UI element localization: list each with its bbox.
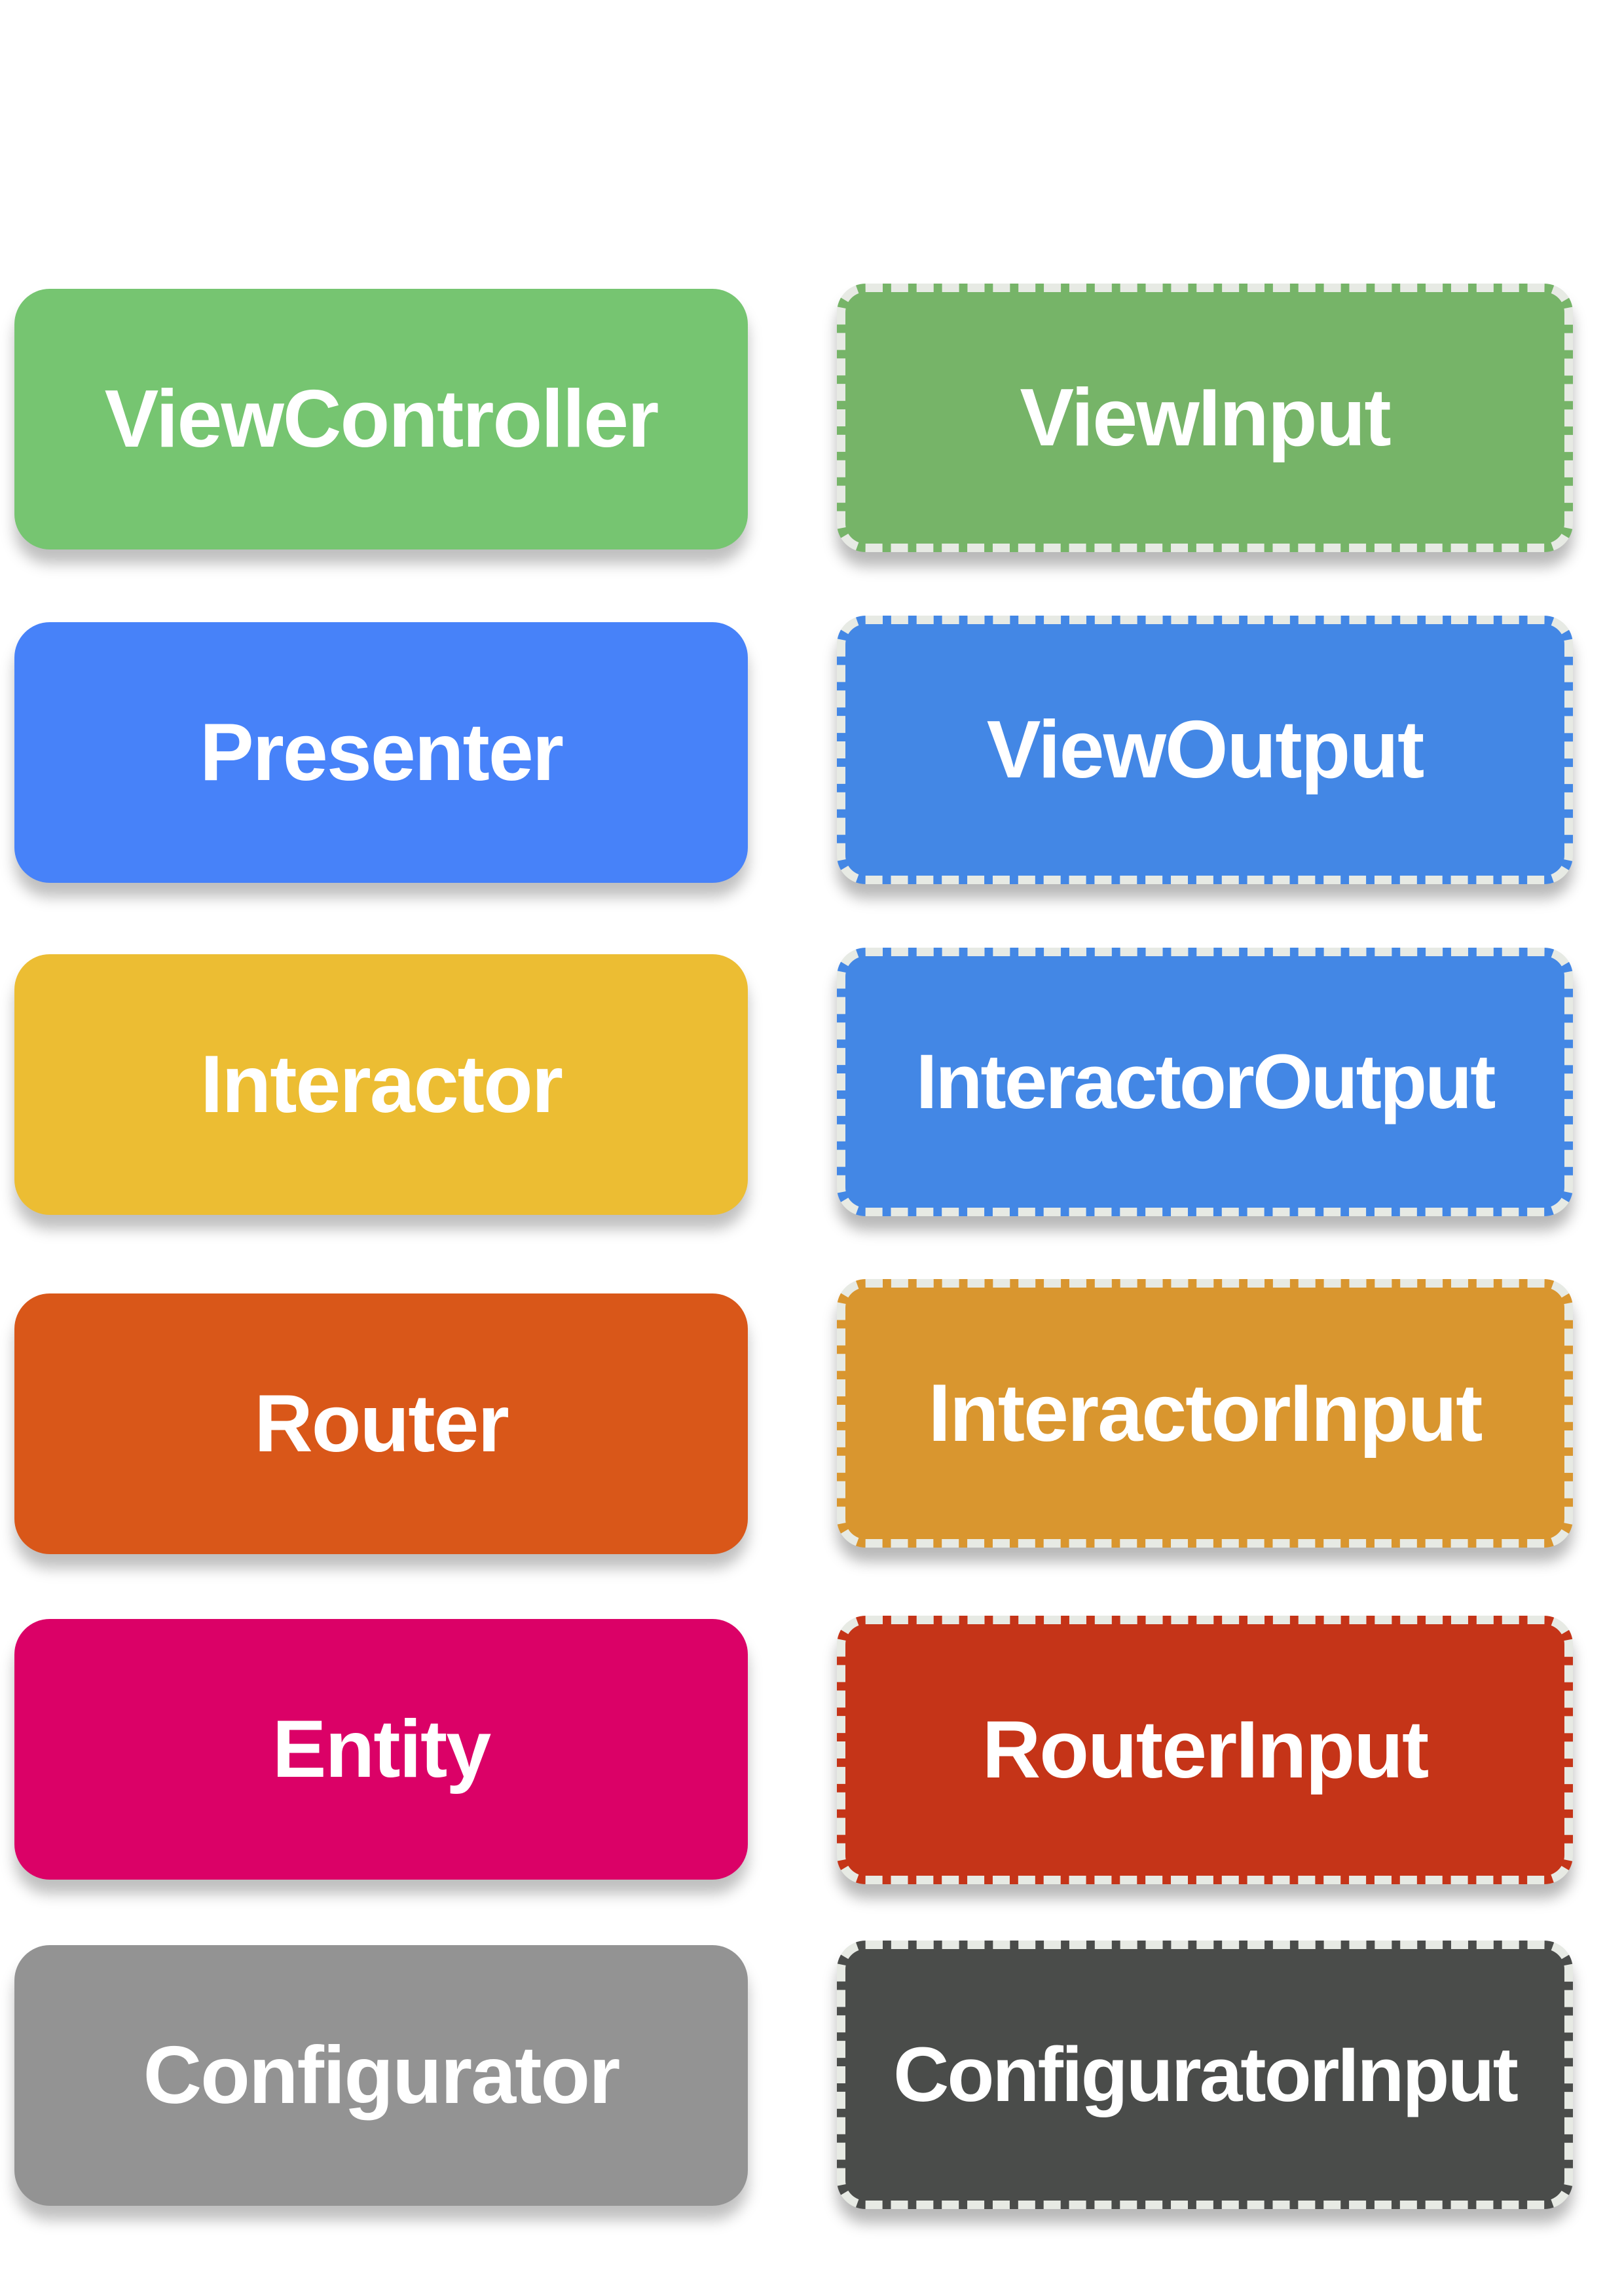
component-label: Presenter	[199, 707, 564, 798]
component-box-presenter: Presenter	[14, 622, 748, 883]
protocol-label: InteractorOutput	[915, 1039, 1496, 1125]
protocol-box-viewinput: ViewInput	[837, 284, 1573, 552]
component-label: Router	[254, 1379, 509, 1469]
protocol-box-interactorinput: InteractorInput	[837, 1279, 1573, 1548]
component-label: Interactor	[200, 1039, 563, 1130]
component-label: ViewController	[104, 374, 659, 464]
protocol-label: ViewInput	[1020, 373, 1391, 463]
component-label: Entity	[272, 1704, 491, 1794]
protocol-box-configuratorinput: ConfiguratorInput	[837, 1941, 1573, 2209]
protocol-box-interactoroutput: InteractorOutput	[837, 948, 1573, 1216]
protocol-label: ConfiguratorInput	[893, 2032, 1519, 2118]
component-box-configurator: Configurator	[14, 1945, 748, 2206]
protocol-label: ViewOutput	[986, 705, 1425, 795]
protocol-box-viewoutput: ViewOutput	[837, 616, 1573, 884]
component-box-interactor: Interactor	[14, 954, 748, 1215]
component-box-entity: Entity	[14, 1619, 748, 1880]
component-label: Configurator	[143, 2030, 621, 2121]
protocol-label: RouterInput	[982, 1705, 1430, 1795]
component-box-router: Router	[14, 1293, 748, 1554]
protocol-label: InteractorInput	[928, 1368, 1483, 1459]
protocol-box-routerinput: RouterInput	[837, 1616, 1573, 1884]
component-box-viewcontroller: ViewController	[14, 289, 748, 549]
